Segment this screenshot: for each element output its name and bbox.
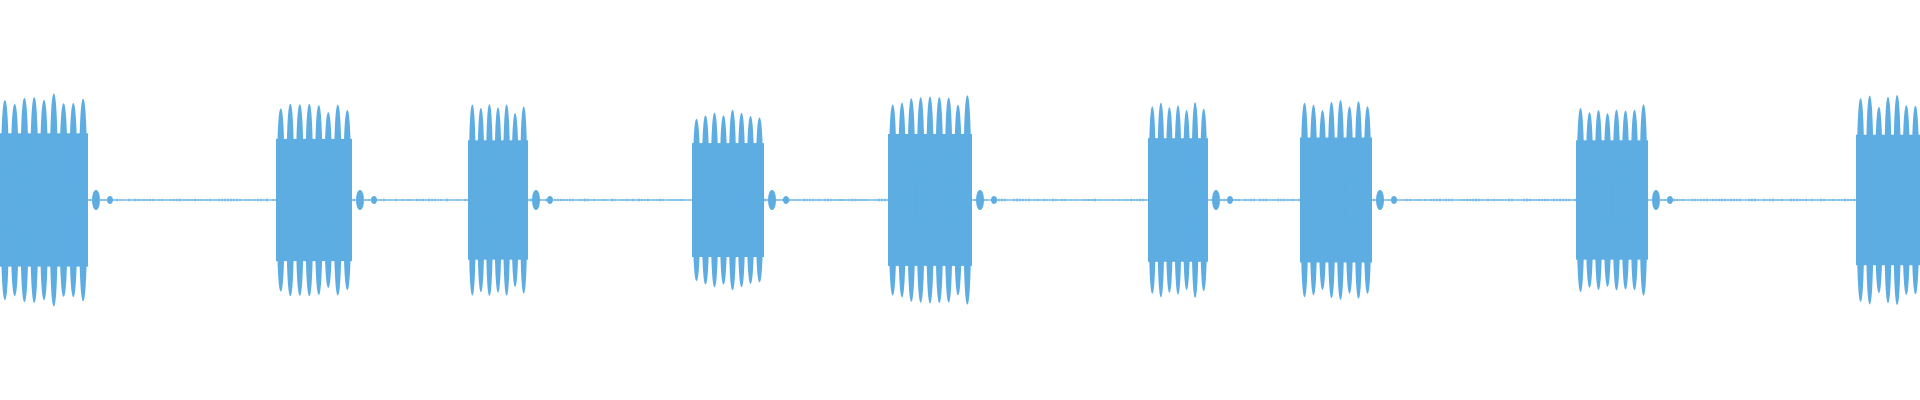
burst-lobe	[1327, 101, 1336, 299]
burst-lobe	[1902, 105, 1911, 295]
burst-lobe	[1300, 102, 1309, 298]
tone-burst	[0, 93, 113, 307]
burst-lobe	[1612, 109, 1621, 291]
burst-lobe	[1191, 102, 1199, 298]
tone-burst	[1148, 102, 1233, 298]
burst-lobe	[1875, 106, 1883, 294]
burst-lobe	[494, 107, 502, 293]
burst-lobe	[1576, 108, 1585, 292]
burst-lobe	[1309, 104, 1318, 296]
burst-lobe	[935, 97, 944, 303]
burst-lobe	[333, 104, 342, 296]
burst-lobe	[1183, 110, 1191, 290]
burst-tail	[107, 196, 113, 204]
burst-tail	[92, 190, 100, 210]
burst-lobe	[746, 116, 755, 284]
burst-tail	[1376, 190, 1384, 210]
burst-tail	[1212, 190, 1220, 210]
burst-lobe	[276, 108, 285, 292]
burst-tail	[783, 196, 789, 204]
burst-lobe	[701, 115, 710, 285]
tone-burst	[468, 104, 553, 296]
burst-tail	[991, 196, 997, 204]
burst-lobe	[1585, 112, 1594, 288]
burst-lobe	[79, 98, 88, 302]
burst-lobe	[944, 97, 953, 303]
tone-burst	[276, 103, 377, 297]
burst-lobe	[1363, 106, 1372, 294]
burst-lobe	[710, 112, 719, 288]
burst-lobe	[1336, 100, 1345, 300]
burst-tail	[547, 196, 553, 204]
burst-tail	[1667, 196, 1673, 204]
burst-lobe	[926, 96, 934, 304]
burst-lobe	[30, 97, 39, 303]
burst-lobe	[1639, 104, 1648, 296]
burst-lobe	[503, 104, 511, 296]
burst-lobe	[1157, 102, 1165, 298]
burst-lobe	[755, 117, 764, 283]
burst-lobe	[20, 97, 29, 303]
burst-lobe	[1165, 107, 1173, 293]
tone-burst	[888, 95, 997, 305]
burst-lobe	[737, 112, 746, 288]
burst-lobe	[1318, 110, 1327, 290]
burst-lobe	[10, 103, 19, 297]
burst-lobe	[1200, 108, 1208, 292]
burst-lobe	[49, 93, 58, 307]
burst-lobe	[916, 97, 925, 303]
burst-lobe	[305, 103, 314, 297]
burst-lobe	[286, 103, 295, 297]
burst-lobe	[477, 107, 485, 293]
burst-lobe	[324, 112, 333, 288]
burst-tail	[1391, 196, 1397, 204]
burst-lobe	[954, 104, 962, 296]
burst-lobe	[59, 103, 68, 297]
burst-lobe	[468, 104, 476, 296]
burst-lobe	[295, 104, 304, 296]
burst-lobe	[1865, 95, 1874, 305]
burst-lobe	[485, 104, 493, 296]
burst-tail	[1652, 190, 1660, 210]
burst-tail	[976, 190, 984, 210]
burst-tail	[532, 190, 540, 210]
burst-lobe	[343, 110, 352, 290]
burst-lobe	[1630, 109, 1639, 291]
burst-lobe	[1345, 106, 1354, 294]
burst-lobe	[1911, 105, 1920, 295]
tone-burst	[1856, 95, 1920, 305]
burst-lobe	[719, 115, 728, 285]
burst-tail	[356, 190, 364, 210]
burst-lobe	[520, 106, 528, 294]
tone-burst	[1300, 100, 1397, 300]
tone-burst	[1576, 104, 1673, 296]
tone-burst	[692, 109, 789, 291]
burst-lobe	[1174, 105, 1182, 295]
burst-lobe	[314, 105, 323, 295]
burst-lobe	[1148, 106, 1156, 294]
burst-lobe	[963, 95, 972, 305]
burst-tail	[371, 196, 377, 204]
burst-lobe	[39, 99, 49, 301]
burst-lobe	[1354, 101, 1363, 299]
silence-noise	[0, 198, 1918, 202]
burst-lobe	[898, 102, 906, 298]
burst-lobe	[1594, 110, 1603, 290]
burst-tail	[768, 190, 776, 210]
burst-lobe	[728, 109, 737, 291]
burst-lobe	[1603, 113, 1612, 287]
burst-lobe	[1884, 96, 1892, 304]
burst-lobe	[1621, 110, 1630, 290]
burst-lobe	[888, 104, 897, 296]
burst-lobe	[69, 103, 78, 297]
burst-tail	[1227, 196, 1233, 204]
burst-lobe	[1856, 98, 1865, 302]
burst-lobe	[692, 118, 701, 282]
burst-lobe	[907, 98, 916, 302]
burst-lobe	[1893, 95, 1901, 305]
burst-lobe	[0, 100, 9, 300]
burst-lobe	[511, 113, 519, 287]
